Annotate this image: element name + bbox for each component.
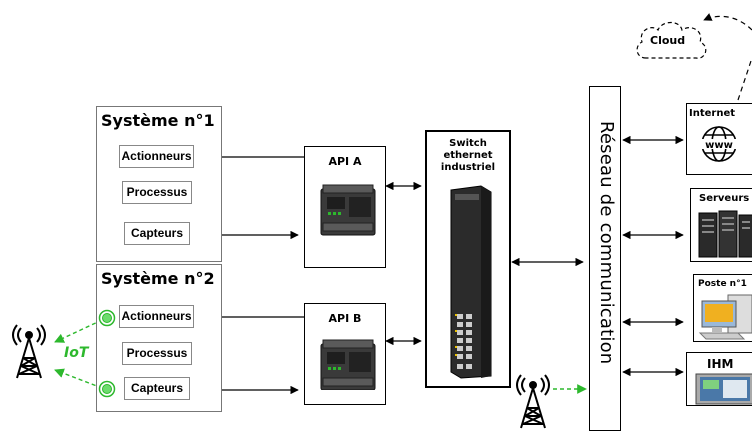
switch-label-line3: industriel xyxy=(440,162,496,173)
switch-label-line2: ethernet xyxy=(443,150,493,161)
system-2-processus: Processus xyxy=(122,342,192,365)
hmi-panel-icon xyxy=(695,373,752,405)
cloud: Cloud xyxy=(632,16,712,66)
internet-node: Internet www xyxy=(686,103,752,175)
plc-icon xyxy=(320,184,376,236)
api-b-label: API B xyxy=(328,312,362,325)
computer-icon xyxy=(698,294,752,340)
network-bar: Réseau de communication xyxy=(589,86,621,431)
system-1-processus: Processus xyxy=(122,181,192,204)
antenna-icon xyxy=(12,324,46,379)
poste-node: Poste n°1 xyxy=(693,274,752,342)
system-1-title: Système n°1 xyxy=(101,111,215,130)
ethernet-switch-icon xyxy=(450,185,492,379)
system-2-actionneurs: Actionneurs xyxy=(119,305,194,328)
serveurs-node: Serveurs xyxy=(690,188,752,262)
www-globe-icon: www xyxy=(701,126,737,162)
cloud-icon xyxy=(636,21,707,59)
switch-label: Switch ethernet industriel xyxy=(427,138,509,174)
switch-box: Switch ethernet industriel xyxy=(425,130,511,388)
sensor-ring-icon xyxy=(98,309,116,327)
api-a-label: API A xyxy=(328,155,362,168)
system-2-capteurs: Capteurs xyxy=(124,377,190,400)
plc-icon xyxy=(320,339,376,390)
cloud-label: Cloud xyxy=(650,34,686,47)
system-2-title: Système n°2 xyxy=(101,269,215,288)
poste-label: Poste n°1 xyxy=(698,279,747,289)
api-b-box: API B xyxy=(304,303,386,405)
iot-label: IoT xyxy=(64,345,89,361)
ihm-node: IHM xyxy=(686,352,752,406)
network-label: Réseau de communication xyxy=(596,121,617,365)
system-1-capteurs: Capteurs xyxy=(124,222,190,245)
api-a-box: API A xyxy=(304,146,386,268)
sensor-ring-icon xyxy=(98,380,116,398)
internet-label: Internet xyxy=(689,108,736,119)
server-rack-icon xyxy=(698,210,752,258)
antenna-icon xyxy=(516,374,550,429)
ihm-label: IHM xyxy=(707,357,734,371)
svg-text:www: www xyxy=(705,140,733,151)
serveurs-label: Serveurs xyxy=(699,193,750,204)
system-1-actionneurs: Actionneurs xyxy=(119,145,194,168)
system-2-box: Système n°2 xyxy=(96,264,222,412)
switch-label-line1: Switch xyxy=(449,138,487,149)
